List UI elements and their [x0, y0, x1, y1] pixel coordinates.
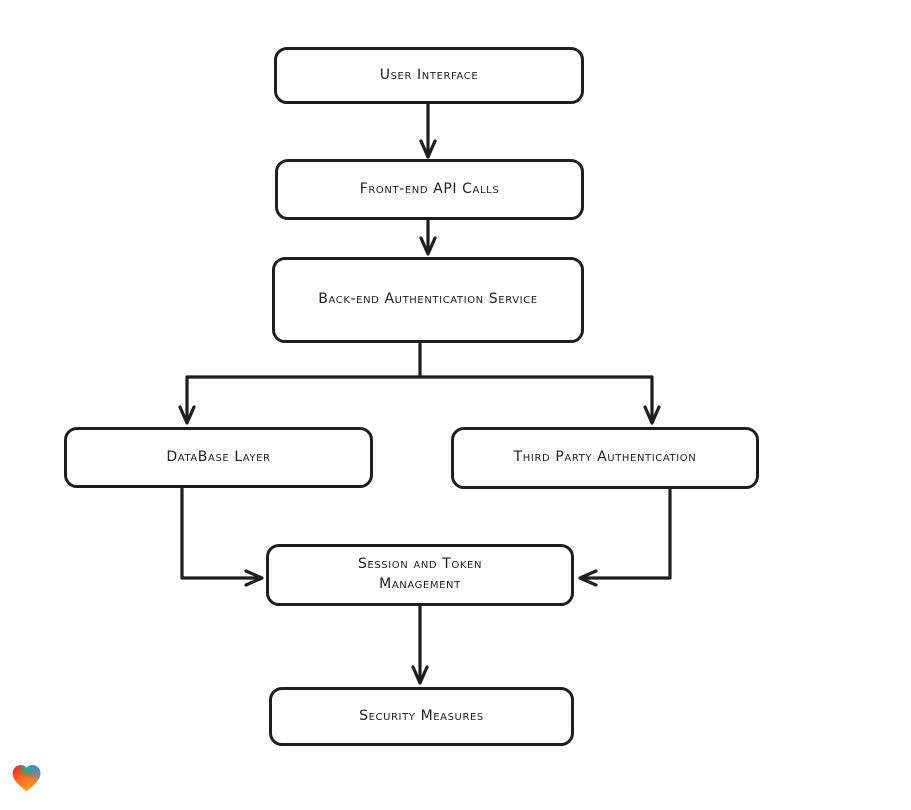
node-session-and-token-management[interactable]: Session and Token Management — [266, 544, 574, 606]
edge-thirdparty-to-session — [578, 488, 672, 587]
edge-frontend-to-backend — [419, 219, 437, 256]
node-front-end-api-calls[interactable]: Front-end API Calls — [275, 159, 584, 220]
node-label: Third Party Authentication — [513, 449, 697, 466]
edge-database-to-session — [180, 487, 264, 587]
gradient-heart-logo[interactable] — [10, 761, 43, 795]
node-label: Session and Token Management — [357, 556, 483, 592]
node-third-party-authentication[interactable]: Third Party Authentication — [451, 427, 759, 489]
node-label: Security Measures — [359, 707, 484, 724]
edge-ui-to-frontend — [419, 102, 437, 159]
node-label: Front-end API Calls — [359, 180, 500, 197]
node-label: DataBase Layer — [166, 448, 271, 465]
node-label: Back-end Authentication Service — [318, 291, 538, 308]
node-user-interface[interactable]: User Interface — [274, 47, 584, 104]
node-database-layer[interactable]: DataBase Layer — [64, 427, 373, 488]
edge-session-to-security — [411, 605, 429, 685]
node-security-measures[interactable]: Security Measures — [269, 687, 574, 746]
node-label: User Interface — [379, 66, 479, 83]
edge-backend-branch — [178, 342, 661, 425]
node-back-end-authentication-service[interactable]: Back-end Authentication Service — [272, 257, 584, 343]
